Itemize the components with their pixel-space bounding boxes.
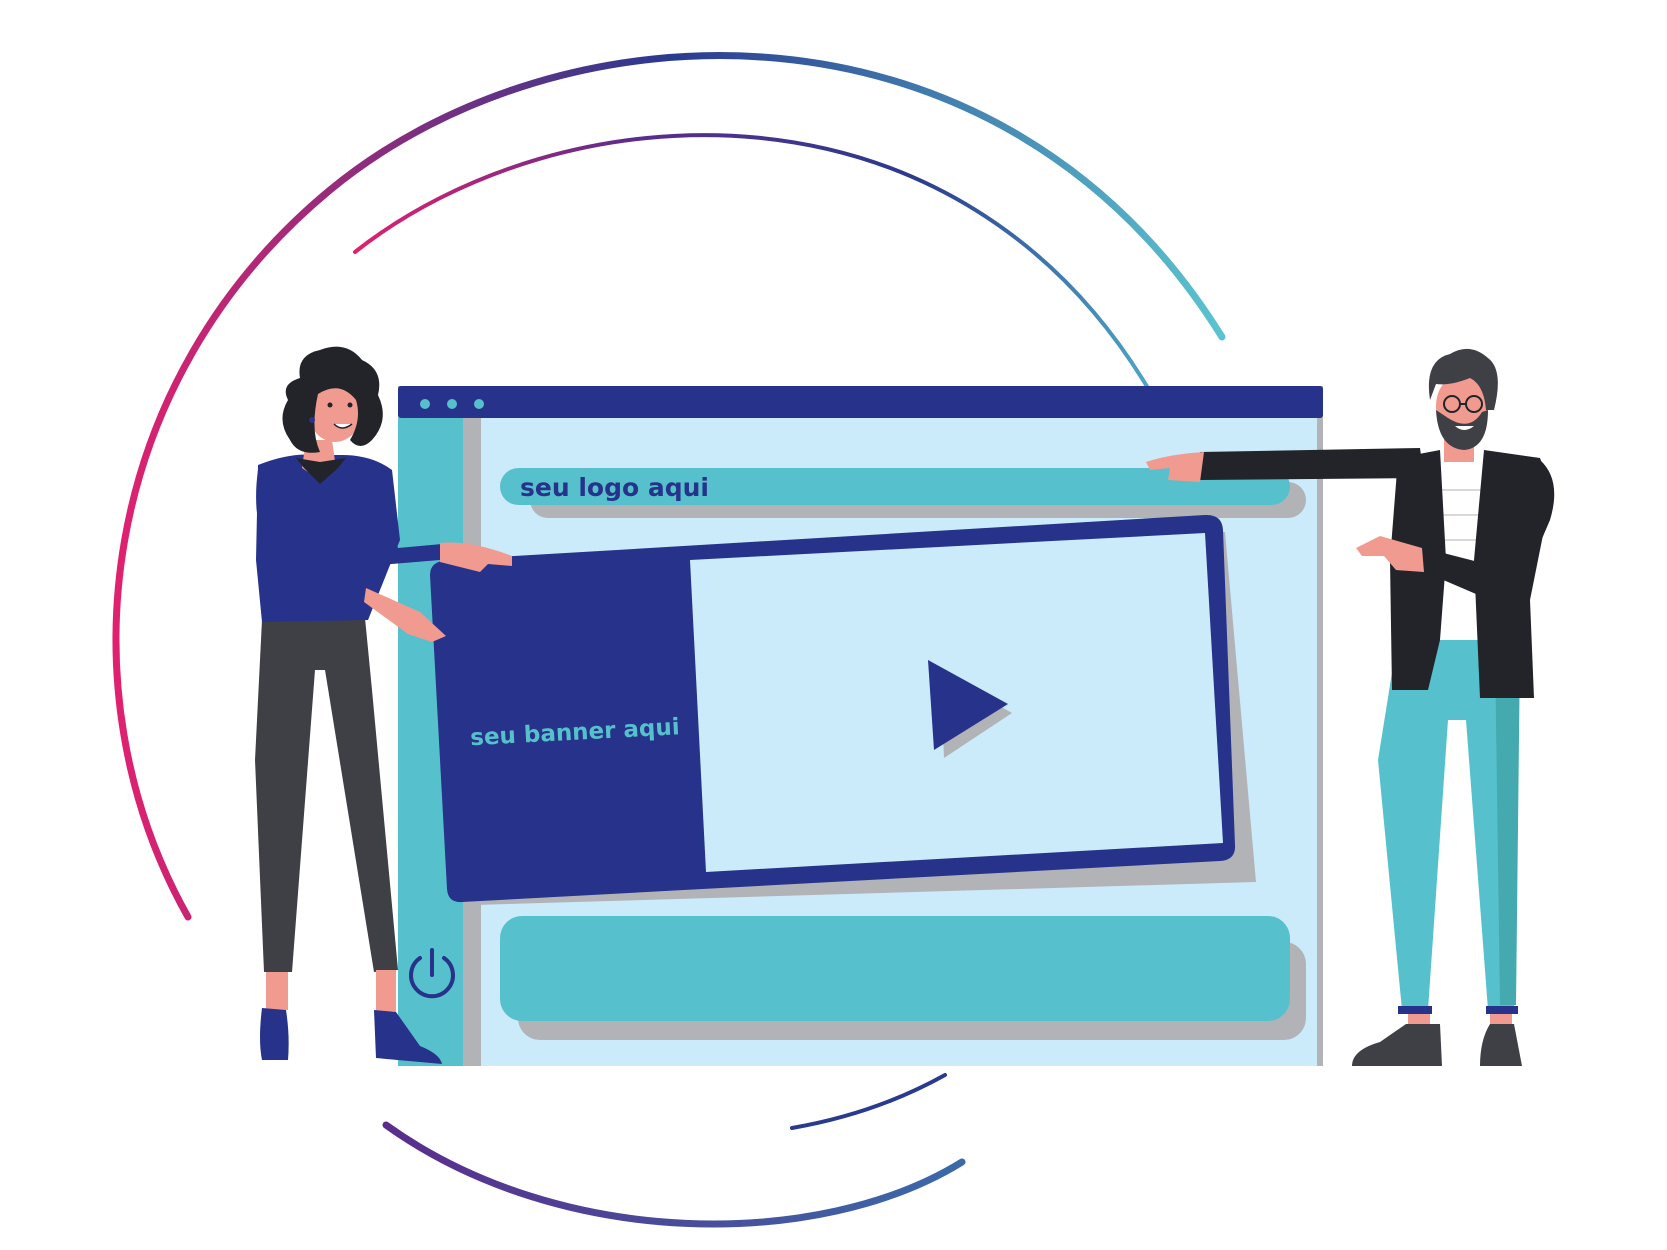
- woman-hair: [282, 346, 383, 453]
- woman-arm-left: [256, 470, 368, 600]
- woman-hand-right: [440, 542, 512, 572]
- man-hand-extended: [1146, 452, 1204, 482]
- bottom-arc-short: [790, 1073, 947, 1130]
- logo-text: seu logo aqui: [520, 473, 709, 502]
- play-icon: [928, 660, 1008, 750]
- banner-card: seu banner aqui: [430, 514, 1256, 905]
- woman-shoe-left: [260, 1008, 289, 1060]
- window-dot: [420, 399, 430, 409]
- decorative-arcs: [112, 52, 1226, 1228]
- man-hair: [1428, 348, 1498, 410]
- man-presenter: [1146, 348, 1555, 1066]
- woman-pants: [255, 618, 398, 972]
- man-shoe-right: [1480, 1024, 1522, 1066]
- window-dot: [447, 399, 457, 409]
- inner-arc: [353, 133, 1157, 402]
- browser-title-bar: [398, 386, 1323, 418]
- logo-bar: [500, 468, 1290, 505]
- man-arm-extended: [1200, 448, 1424, 480]
- browser-window: seu logo aqui seu banner aqui: [398, 386, 1323, 1066]
- man-pants: [1378, 635, 1520, 1010]
- bottom-arc-left: [382, 1121, 966, 1228]
- woman-hand-left: [364, 588, 446, 642]
- content-bar: [500, 916, 1290, 1021]
- woman-shoe-right: [374, 1010, 442, 1064]
- outer-arc: [112, 52, 1226, 921]
- woman-presenter: [255, 346, 512, 1064]
- woman-arm-right: [370, 470, 442, 565]
- man-beard: [1436, 410, 1488, 450]
- window-dot: [474, 399, 484, 409]
- power-icon: [409, 948, 455, 999]
- man-hand-bent: [1356, 536, 1424, 572]
- man-arm-bent: [1420, 460, 1555, 604]
- man-shoe-left: [1352, 1024, 1442, 1066]
